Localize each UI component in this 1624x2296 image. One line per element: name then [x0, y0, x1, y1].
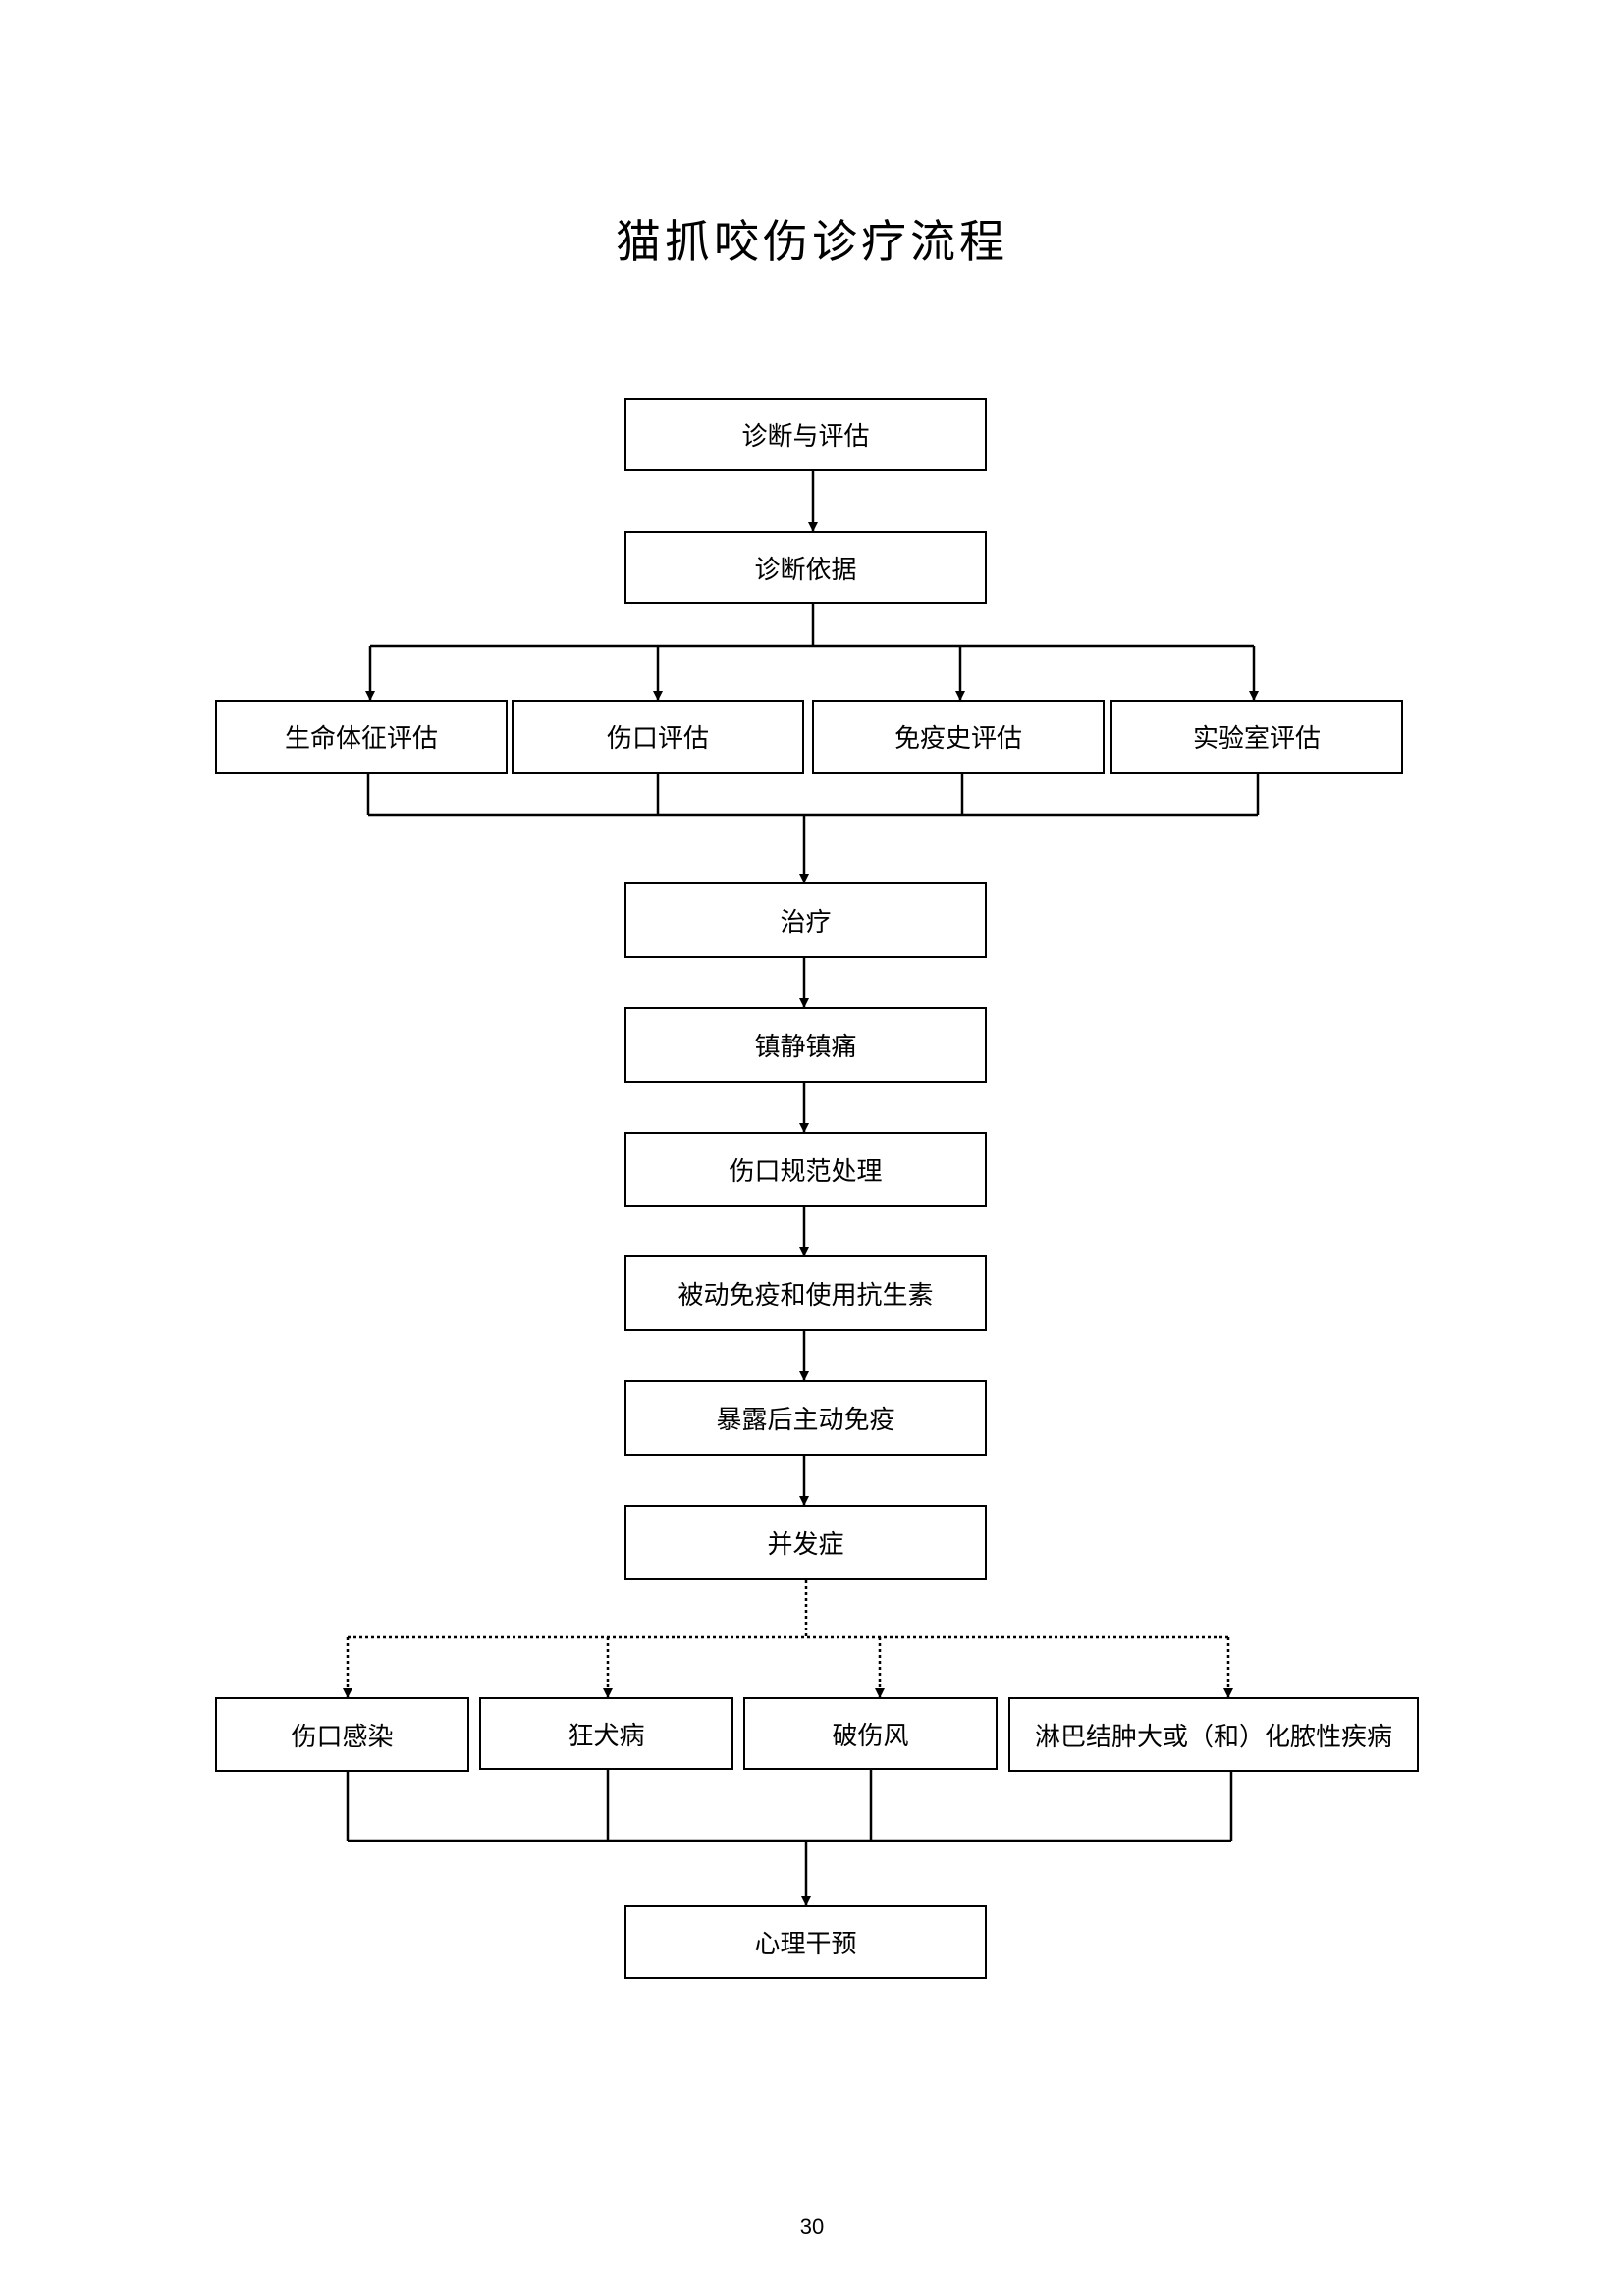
node-wound-infection: 伤口感染: [215, 1697, 469, 1772]
node-laboratory: 实验室评估: [1110, 700, 1403, 774]
node-immunization-history: 免疫史评估: [812, 700, 1105, 774]
node-passive-immunization: 被动免疫和使用抗生素: [624, 1255, 987, 1331]
node-vital-signs: 生命体征评估: [215, 700, 508, 774]
node-post-exposure-immunization: 暴露后主动免疫: [624, 1380, 987, 1456]
node-rabies: 狂犬病: [479, 1697, 733, 1770]
node-tetanus: 破伤风: [743, 1697, 998, 1770]
page-title: 猫抓咬伤诊疗流程: [616, 215, 1008, 268]
node-wound-assessment: 伤口评估: [512, 700, 804, 774]
node-treatment: 治疗: [624, 882, 987, 958]
node-psychological-intervention: 心理干预: [624, 1905, 987, 1979]
node-diagnosis-assessment: 诊断与评估: [624, 398, 987, 471]
page-number: 30: [799, 2215, 825, 2239]
node-complications: 并发症: [624, 1505, 987, 1580]
node-wound-care: 伤口规范处理: [624, 1132, 987, 1207]
node-lymphadenitis: 淋巴结肿大或（和）化脓性疾病: [1008, 1697, 1419, 1772]
node-sedation-analgesia: 镇静镇痛: [624, 1007, 987, 1083]
node-diagnosis-basis: 诊断依据: [624, 531, 987, 604]
